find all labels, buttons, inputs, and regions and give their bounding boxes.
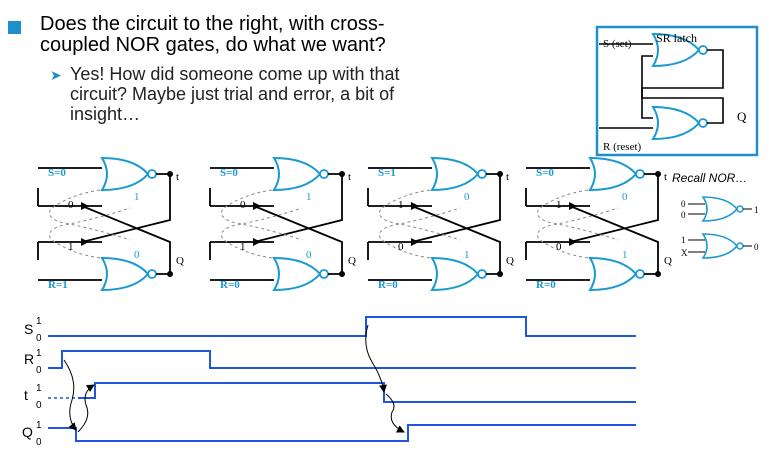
- recall-g1-out: 1: [754, 205, 759, 215]
- state-s-label: S=0: [536, 167, 554, 179]
- state-s-label: S=1: [378, 167, 396, 179]
- state-cell-3: S=1 R=0 t Q 1 0 0 1: [368, 158, 514, 291]
- state-q-label: Q: [176, 255, 184, 267]
- recall-g2-in-b: X: [681, 248, 688, 258]
- state-r-label: R=1: [48, 279, 68, 291]
- waveform-s: [48, 316, 636, 337]
- timing-dashed: [48, 397, 78, 429]
- sr-latch-r-label: R (reset): [603, 141, 642, 153]
- state-r-label: R=0: [536, 279, 556, 291]
- sub-bullet-line: Yes! How did someone come up with that: [70, 64, 400, 84]
- state-q-label: Q: [506, 255, 514, 267]
- state-t-value: 0: [622, 191, 628, 203]
- state-t-value: 0: [464, 191, 470, 203]
- timing-low-label: 0: [36, 365, 42, 376]
- state-cell-2: S=0 R=0 t Q 0 1 1 0: [210, 158, 356, 291]
- state-s-label: S=0: [220, 167, 238, 179]
- recall-title: Recall NOR…: [672, 171, 747, 185]
- timing-waveforms: [48, 316, 636, 442]
- sub-bullet-line: circuit? Maybe just trial and error, a b…: [70, 84, 395, 104]
- state-q-label: Q: [664, 255, 672, 267]
- sub-bullet-text: Yes! How did someone come up with that c…: [70, 64, 490, 124]
- state-s-label: S=0: [48, 167, 66, 179]
- timing-low-label: 0: [36, 333, 42, 344]
- state-top-input-value: 1: [556, 199, 562, 211]
- state-q-value: 0: [134, 249, 140, 261]
- state-cell-1: S=0 R=1 t Q 0 1 1 0: [38, 158, 184, 291]
- state-t-value: 1: [306, 191, 312, 203]
- state-cell-4: S=0 R=0 t Q 1 0 0 1: [526, 158, 672, 291]
- state-bottom-input-value: 1: [240, 241, 246, 253]
- state-r-label: R=0: [220, 279, 240, 291]
- recall-g1-in-b: 0: [681, 210, 686, 220]
- timing-high-label: 1: [36, 348, 42, 359]
- recall-gate-1: [688, 196, 752, 222]
- main-bullet-text: Does the circuit to the right, with cros…: [40, 14, 568, 56]
- timing-signal-name: Q: [22, 424, 33, 440]
- sr-latch-q-label: Q: [737, 109, 747, 124]
- state-q-value: 1: [464, 249, 470, 261]
- waveform-t: [78, 382, 636, 403]
- state-q-value: 0: [306, 249, 312, 261]
- state-t-label: t: [348, 171, 351, 183]
- recall-gate-2: [688, 233, 752, 259]
- timing-signal-name: S: [24, 321, 33, 337]
- sub-bullet-line: insight…: [70, 104, 141, 124]
- state-q-label: Q: [348, 255, 356, 267]
- timing-high-label: 1: [36, 316, 42, 327]
- sr-latch-s-label: S (set): [603, 38, 632, 50]
- sr-latch-title: SR latch: [656, 31, 697, 45]
- state-t-label: t: [176, 171, 179, 183]
- state-bottom-input-value: 1: [68, 241, 74, 253]
- state-r-label: R=0: [378, 279, 398, 291]
- state-bottom-input-value: 0: [398, 241, 404, 253]
- recall-g1-in-a: 0: [681, 199, 686, 209]
- sub-bullet: ➤ Yes! How did someone come up with that…: [50, 64, 490, 124]
- recall-g2-in-a: 1: [681, 235, 686, 245]
- state-top-input-value: 1: [398, 199, 404, 211]
- waveform-q: [48, 424, 636, 442]
- state-q-value: 1: [622, 249, 628, 261]
- state-t-value: 1: [134, 191, 140, 203]
- timing-high-label: 1: [36, 420, 42, 431]
- timing-labels: S 1 0 R 1 0 t 1 0 Q 1 0: [22, 316, 42, 448]
- causality-arrows: [63, 324, 405, 433]
- main-bullet-line: Does the circuit to the right, with cros…: [40, 13, 385, 35]
- recall-g2-out: 0: [754, 242, 759, 252]
- square-bullet-icon: [8, 21, 21, 34]
- arrow-bullet-icon: ➤: [50, 67, 62, 83]
- timing-signal-name: t: [24, 387, 28, 403]
- timing-low-label: 0: [36, 437, 42, 448]
- main-bullet: Does the circuit to the right, with cros…: [8, 14, 568, 56]
- timing-high-label: 1: [36, 383, 42, 394]
- state-top-input-value: 0: [240, 199, 246, 211]
- timing-signal-name: R: [24, 351, 34, 367]
- timing-low-label: 0: [36, 400, 42, 411]
- state-top-input-value: 0: [68, 199, 74, 211]
- waveform-r: [48, 350, 636, 369]
- state-t-label: t: [664, 171, 667, 183]
- main-bullet-line: coupled NOR gates, do what we want?: [40, 34, 386, 56]
- state-bottom-input-value: 0: [556, 241, 562, 253]
- state-t-label: t: [506, 171, 509, 183]
